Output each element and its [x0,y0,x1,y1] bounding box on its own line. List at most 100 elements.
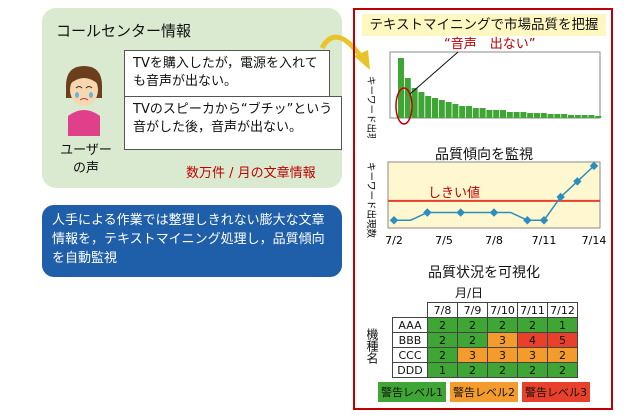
keyword-bar [513,112,520,118]
table-cell: 3 [487,347,518,363]
keyword-bar [425,96,432,118]
callout-line [409,51,459,95]
table-cell: 2 [457,317,488,333]
trend-tick-label: 7/5 [435,234,453,247]
keyword-bar [547,114,554,118]
table-row-name: CCC [392,347,428,363]
keyword-bar [452,104,459,118]
table-cell: 2 [487,362,518,378]
keyword-bar [500,110,506,118]
trend-ticks: 7/2 7/5 7/8 7/11 7/14 [385,234,606,247]
table-column-header: 7/11 [517,302,548,318]
trend-point [523,215,532,225]
user-message-2: TVのスピーカから“ブチッ”という音がした後，音声が出ない。 [124,96,342,150]
volume-label: 数万件 / 月の文章情報 [186,166,316,181]
table-column-header: 7/9 [457,302,488,318]
table-column-header: 7/12 [547,302,578,318]
summary-box: 人手による作業では整理しきれない膨大な文章情報を，テキストマイニング処理し，品質… [42,205,342,277]
flow-arrow [319,34,370,70]
keyword-bar [493,110,500,118]
spark-bars [398,58,602,118]
keyword-bar [568,115,574,118]
table-cell: 2 [547,362,578,378]
keyword-bar [561,114,568,118]
table-column-header: 7/8 [427,302,458,318]
section-visualize-title: 品質状況を可視化 [428,265,540,281]
trend-point [456,208,465,217]
table-cell: 1 [547,317,578,333]
table-cell: 4 [517,332,548,348]
keyword-bar [438,100,445,118]
trend-point [389,215,399,225]
user-message-1: TVを購入したが，電源を入れても音声が出ない。 [124,50,330,100]
table-column-header: 7/10 [487,302,518,318]
legend-item: 警告レベル3 [522,382,590,402]
keyword-bar [540,113,547,118]
keyword-bar [479,108,486,118]
model-name-label: 機種名 [365,328,379,364]
panel-title: テキストマイニングで市場品質を把握 [362,14,606,36]
table-row-name: DDD [392,362,428,378]
callout-text: “音声 出ない” [444,36,535,52]
trend-plot-area [387,161,601,229]
keyword-bar [459,106,466,118]
table-cell: 2 [487,317,518,333]
keyword-bar [404,78,411,118]
keyword-bar [574,115,581,118]
table-cell: 2 [457,332,488,348]
keyword-axis-label: キーワード出現数 [365,76,377,138]
month-day-label: 月/日 [455,286,484,300]
trend-tick-label: 7/11 [532,234,557,247]
table-cell: 3 [457,347,488,363]
table-cell: 2 [427,347,458,363]
keyword-bar [432,98,438,118]
crying-user-icon [66,66,102,136]
trend-tick-label: 7/8 [485,234,503,247]
keyword-bar [554,114,561,118]
keyword-bar [472,108,479,118]
table-cell: 3 [487,332,518,348]
table-row-name: BBB [392,332,428,348]
table-cell: 2 [427,317,458,333]
table-cell: 1 [427,362,458,378]
table-cell: 2 [517,317,548,333]
legend-item: 警告レベル1 [378,382,446,402]
keyword-bar [588,115,595,118]
keyword-bar [527,113,534,118]
keyword-bar [520,112,527,118]
table-cell: 3 [517,347,548,363]
keyword-bar [466,106,472,118]
table-cell: 2 [457,362,488,378]
keyword-bar [486,110,493,118]
highlight-ellipse [395,87,413,125]
keyword-bar [418,92,425,118]
keyword-bar [534,113,540,118]
keyword-bar [398,58,404,118]
keyword-bar [581,115,588,118]
trend-point [489,208,499,217]
keyword-bar [506,112,513,118]
table-cell: 2 [547,347,578,363]
trend-point [573,177,582,186]
threshold-label: しきい値 [428,185,480,201]
call-center-title: コールセンター情報 [56,22,192,40]
legend-item: 警告レベル2 [450,382,518,402]
table-row-name: AAA [392,317,428,333]
trend-axis-label: キーワード出現数 [365,162,377,239]
market-quality-panel [353,8,613,410]
keyword-bar-chart: “音声 出ない” キーワード出現数 [365,36,602,138]
trend-tick-label: 7/2 [385,234,403,247]
section-monitor-title: 品質傾向を監視 [435,147,533,163]
keyword-bar [595,116,602,118]
keyword-bar [411,88,418,118]
trend-tick-label: 7/14 [582,234,606,247]
user-voice-label: ユーザーの声 [60,143,112,176]
keyword-axis-text: キーワード出現数 [365,76,377,138]
table-cell: 2 [427,332,458,348]
